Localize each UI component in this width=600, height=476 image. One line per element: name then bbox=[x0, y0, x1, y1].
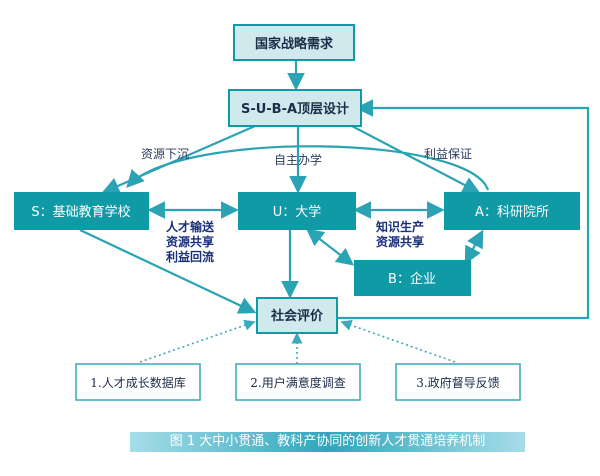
feedback-box-supervision: 3.政府督导反馈 bbox=[395, 363, 521, 401]
label-ua-line2: 资源共享 bbox=[376, 234, 424, 249]
feedback-box-growth-data: 1.人才成长数据库 bbox=[75, 363, 201, 401]
arrow-university-enterprise bbox=[305, 228, 355, 266]
label-autonomy: 自主办学 bbox=[274, 152, 322, 167]
figure-caption: 图 1 大中小贯通、教科产协同的创新人才贯通培养机制 bbox=[169, 434, 486, 449]
label-su-line2: 资源共享 bbox=[166, 234, 214, 249]
arrow-suba-to-institute bbox=[347, 123, 481, 194]
dotted-arrow-growth-data bbox=[139, 319, 256, 363]
feedback-satisfaction-label: 2.用户满意度调查 bbox=[250, 375, 345, 390]
node-suba-label: S-U-B-A顶层设计 bbox=[241, 101, 349, 117]
feedback-supervision-label: 3.政府督导反馈 bbox=[416, 375, 499, 390]
node-national-label: 国家战略需求 bbox=[255, 36, 334, 52]
feedback-box-satisfaction: 2.用户满意度调查 bbox=[235, 363, 361, 401]
label-ua-line1: 知识生产 bbox=[375, 219, 424, 234]
label-benefit-guarantee: 利益保证 bbox=[424, 147, 472, 161]
label-su-line1: 人才输送 bbox=[166, 219, 215, 234]
label-su-line3: 利益回流 bbox=[166, 249, 214, 264]
dotted-connectors bbox=[139, 319, 456, 364]
arrow-institute-enterprise bbox=[464, 229, 484, 265]
node-enterprise-label: B：企业 bbox=[388, 271, 436, 287]
node-evaluation-label: 社会评价 bbox=[270, 308, 324, 324]
arrow-arc-institute-to-school bbox=[126, 145, 490, 191]
node-university: U：大学 bbox=[238, 192, 356, 230]
node-institute: A：科研院所 bbox=[444, 192, 580, 230]
arrow-evaluation-feedback-loop bbox=[336, 99, 590, 320]
node-enterprise: B：企业 bbox=[354, 260, 471, 296]
node-school-label: S：基础教育学校 bbox=[31, 204, 130, 220]
node-university-label: U：大学 bbox=[273, 204, 322, 220]
label-resource-sink: 资源下沉 bbox=[141, 147, 189, 161]
node-school: S：基础教育学校 bbox=[14, 192, 149, 230]
connectors bbox=[79, 60, 590, 320]
caption-background bbox=[130, 432, 525, 452]
node-national: 国家战略需求 bbox=[233, 24, 355, 61]
feedback-growth-data-label: 1.人才成长数据库 bbox=[90, 375, 185, 390]
node-institute-label: A：科研院所 bbox=[475, 205, 549, 220]
dotted-arrow-supervision bbox=[340, 319, 456, 363]
arrow-school-to-evaluation bbox=[79, 229, 257, 314]
node-suba: S-U-B-A顶层设计 bbox=[228, 89, 362, 127]
node-evaluation: 社会评价 bbox=[256, 297, 338, 334]
